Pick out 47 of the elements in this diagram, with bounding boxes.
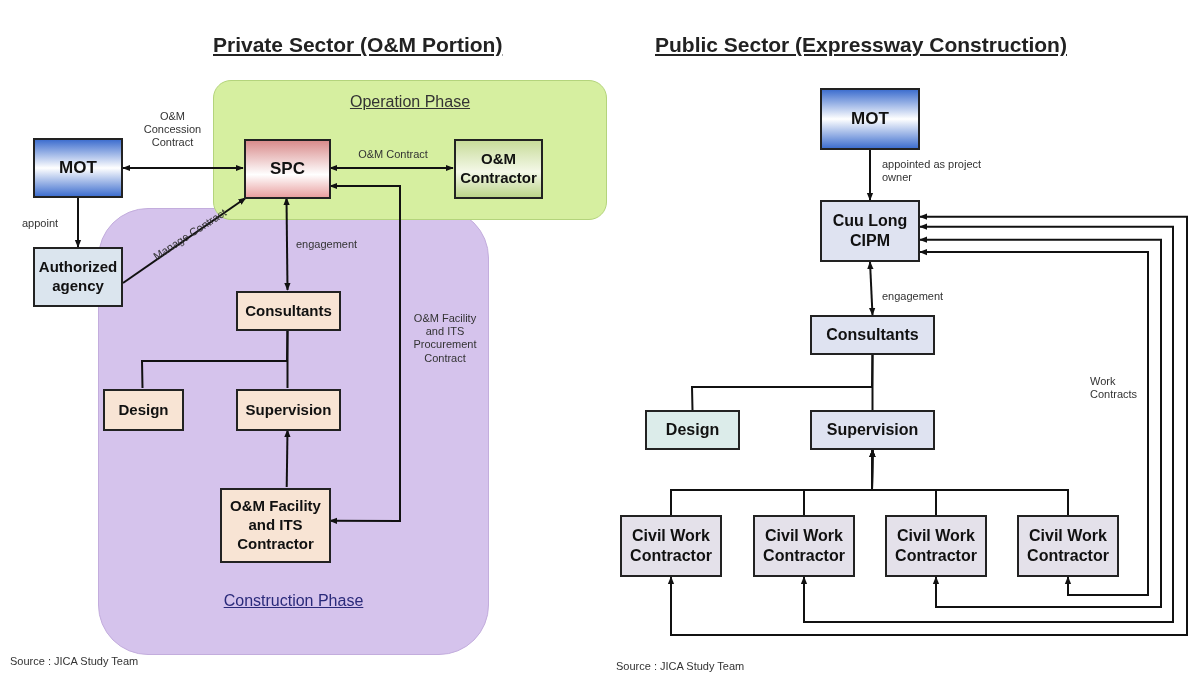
arrow <box>122 197 247 284</box>
section-heading: Public Sector (Expressway Construction) <box>655 33 1067 57</box>
edge-label: appointed as project owner <box>882 158 982 185</box>
process-box: Consultants <box>236 291 341 331</box>
arrow <box>866 149 874 201</box>
process-box: Cuu Long CIPM <box>820 200 920 262</box>
process-box: Civil Work Contractor <box>620 515 722 577</box>
edge-label: engagement <box>296 238 359 252</box>
arrow <box>284 429 291 488</box>
process-box: MOT <box>33 138 123 198</box>
connector-line <box>871 354 874 411</box>
process-box: Civil Work Contractor <box>885 515 987 577</box>
edge-label: O&M Concession Contract <box>142 110 203 150</box>
process-box: Supervision <box>236 389 341 431</box>
process-box: O&M Contractor <box>454 139 543 199</box>
phase-title: Operation Phase <box>348 93 472 111</box>
arrow <box>74 197 82 248</box>
arrow <box>329 182 401 524</box>
note-label: Work Contracts <box>1090 375 1139 402</box>
process-box: MOT <box>820 88 920 150</box>
process-box: Design <box>645 410 740 450</box>
source-note: Source : JICA Study Team <box>10 655 139 669</box>
connector-line <box>286 329 289 389</box>
edge-label: O&M Contract <box>357 148 429 162</box>
process-box: Civil Work Contractor <box>753 515 855 577</box>
process-box: O&M Facility and ITS Contractor <box>220 488 331 563</box>
edge-label: engagement <box>882 290 945 304</box>
process-box: Consultants <box>810 315 935 355</box>
phase-title: Construction Phase <box>222 592 365 610</box>
source-note: Source : JICA Study Team <box>616 660 745 674</box>
process-box: Design <box>103 389 184 431</box>
arrow <box>869 449 1069 516</box>
connector-line <box>141 329 289 389</box>
arrow <box>667 213 1188 636</box>
process-box: Civil Work Contractor <box>1017 515 1119 577</box>
edge-label: appoint <box>22 217 60 231</box>
section-heading: Private Sector (O&M Portion) <box>213 33 503 57</box>
arrow <box>867 261 876 316</box>
arrow <box>283 197 291 291</box>
process-box: Supervision <box>810 410 935 450</box>
process-box: Authorized agency <box>33 247 123 307</box>
connector-line <box>690 354 874 411</box>
arrow <box>329 164 454 172</box>
process-box: SPC <box>244 139 331 199</box>
arrow <box>122 164 244 172</box>
arrow <box>800 223 1174 623</box>
edge-label: O&M Facility and ITS Procurement Contract <box>412 312 478 365</box>
